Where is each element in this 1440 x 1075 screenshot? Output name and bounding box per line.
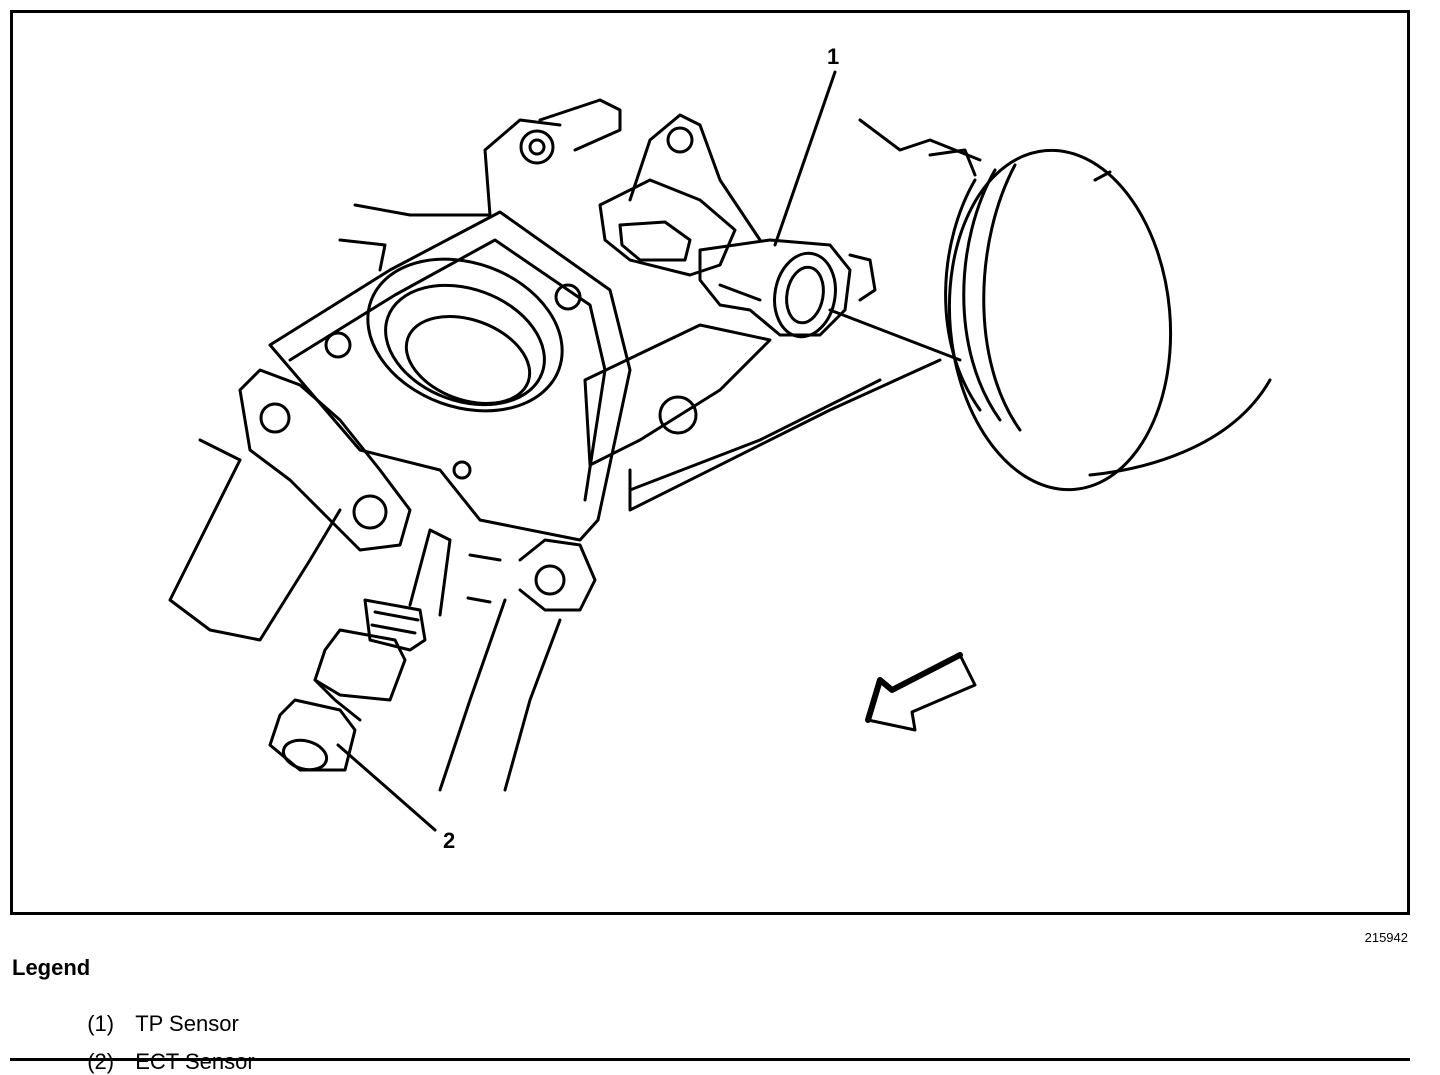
figure-frame bbox=[10, 10, 1410, 915]
callout-1-leader bbox=[773, 70, 837, 247]
callout-1-label: 1 bbox=[827, 44, 840, 69]
air-duct bbox=[858, 118, 1272, 492]
legend-item-label: ECT Sensor bbox=[135, 1049, 255, 1074]
callout-2-leader bbox=[336, 743, 437, 832]
legend-item-number: (2) bbox=[87, 1049, 115, 1074]
lower-housing bbox=[168, 368, 597, 792]
upper-fittings bbox=[338, 98, 762, 272]
legend-item-label: TP Sensor bbox=[135, 1011, 239, 1036]
throttle-bracket bbox=[583, 308, 962, 512]
legend-item-tp-sensor: (1) TP Sensor bbox=[75, 985, 239, 1037]
legend-item-number: (1) bbox=[87, 1011, 115, 1036]
ect-sensor bbox=[268, 528, 452, 772]
figure-number: 215942 bbox=[1364, 930, 1408, 945]
callout-2-label: 2 bbox=[443, 828, 456, 853]
throttle-body-flange bbox=[268, 210, 632, 542]
legend-item-ect-sensor: (2) ECT Sensor bbox=[75, 1023, 255, 1075]
forward-arrow-icon bbox=[865, 652, 977, 732]
bottom-rule bbox=[10, 1058, 1410, 1061]
tp-sensor bbox=[598, 178, 877, 339]
legend-title: Legend bbox=[12, 955, 91, 980]
